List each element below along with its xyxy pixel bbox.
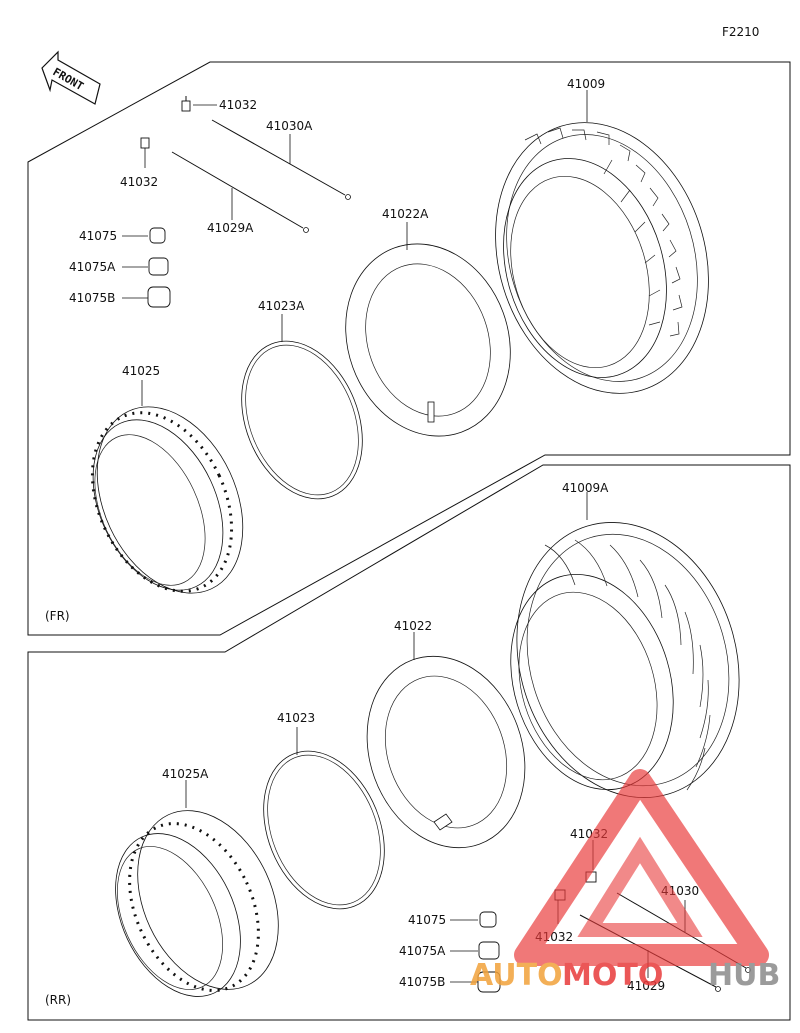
watermark-logo: AUTO MOTO HUB [470, 769, 780, 993]
watermark-auto: AUTO [470, 958, 563, 993]
section-front-label: (FR) [45, 609, 70, 623]
rear-rim-band [263, 750, 385, 910]
spoke-41030A [211, 119, 351, 200]
label-41029A: 41029A [207, 221, 254, 235]
diagram-code: F2210 [722, 25, 759, 39]
label-41075A-rr: 41075A [399, 944, 446, 958]
rear-tire [510, 522, 740, 798]
label-41075-fr: 41075 [79, 229, 117, 243]
label-41023: 41023 [277, 711, 315, 725]
rear-panel-border [27, 464, 791, 1021]
spoke-41029A [171, 151, 309, 233]
label-41029: 41029 [627, 979, 665, 993]
balance-weight-icon [479, 911, 497, 928]
label-41025: 41025 [122, 364, 160, 378]
label-41075B-fr: 41075B [69, 291, 115, 305]
front-arrow-icon: FRONT [41, 50, 101, 105]
valve-stem-icon [433, 813, 453, 831]
front-rim [90, 406, 244, 594]
balance-weight-icon [147, 286, 171, 308]
balance-weight-icon [148, 257, 169, 276]
front-inner-tube [345, 243, 511, 437]
watermark-hub: HUB [708, 958, 780, 993]
label-41075B-rr: 41075B [399, 975, 445, 989]
label-41023A: 41023A [258, 299, 305, 313]
spoke-nipple-icon [140, 137, 150, 149]
rear-rim [115, 810, 279, 997]
spoke-nipple-icon [181, 96, 191, 112]
label-41075A-fr: 41075A [69, 260, 116, 274]
label-41025A: 41025A [162, 767, 209, 781]
section-rear-label: (RR) [45, 993, 71, 1007]
front-panel-border [27, 61, 791, 636]
label-41032-fr-left: 41032 [120, 175, 158, 189]
label-41030A: 41030A [266, 119, 313, 133]
label-41009: 41009 [567, 77, 605, 91]
front-tire [495, 122, 709, 394]
label-41075-rr: 41075 [408, 913, 446, 927]
balance-weight-icon [478, 941, 500, 960]
front-rim-band [241, 340, 363, 500]
label-41009A: 41009A [562, 481, 609, 495]
watermark-moto: MOTO [562, 958, 663, 993]
label-41022A: 41022A [382, 207, 429, 221]
label-41022: 41022 [394, 619, 432, 633]
label-41032-fr-top: 41032 [219, 98, 257, 112]
valve-stem-icon [427, 401, 435, 423]
balance-weight-icon [477, 971, 501, 993]
balance-weight-icon [149, 227, 166, 244]
rear-inner-tube [366, 655, 526, 849]
